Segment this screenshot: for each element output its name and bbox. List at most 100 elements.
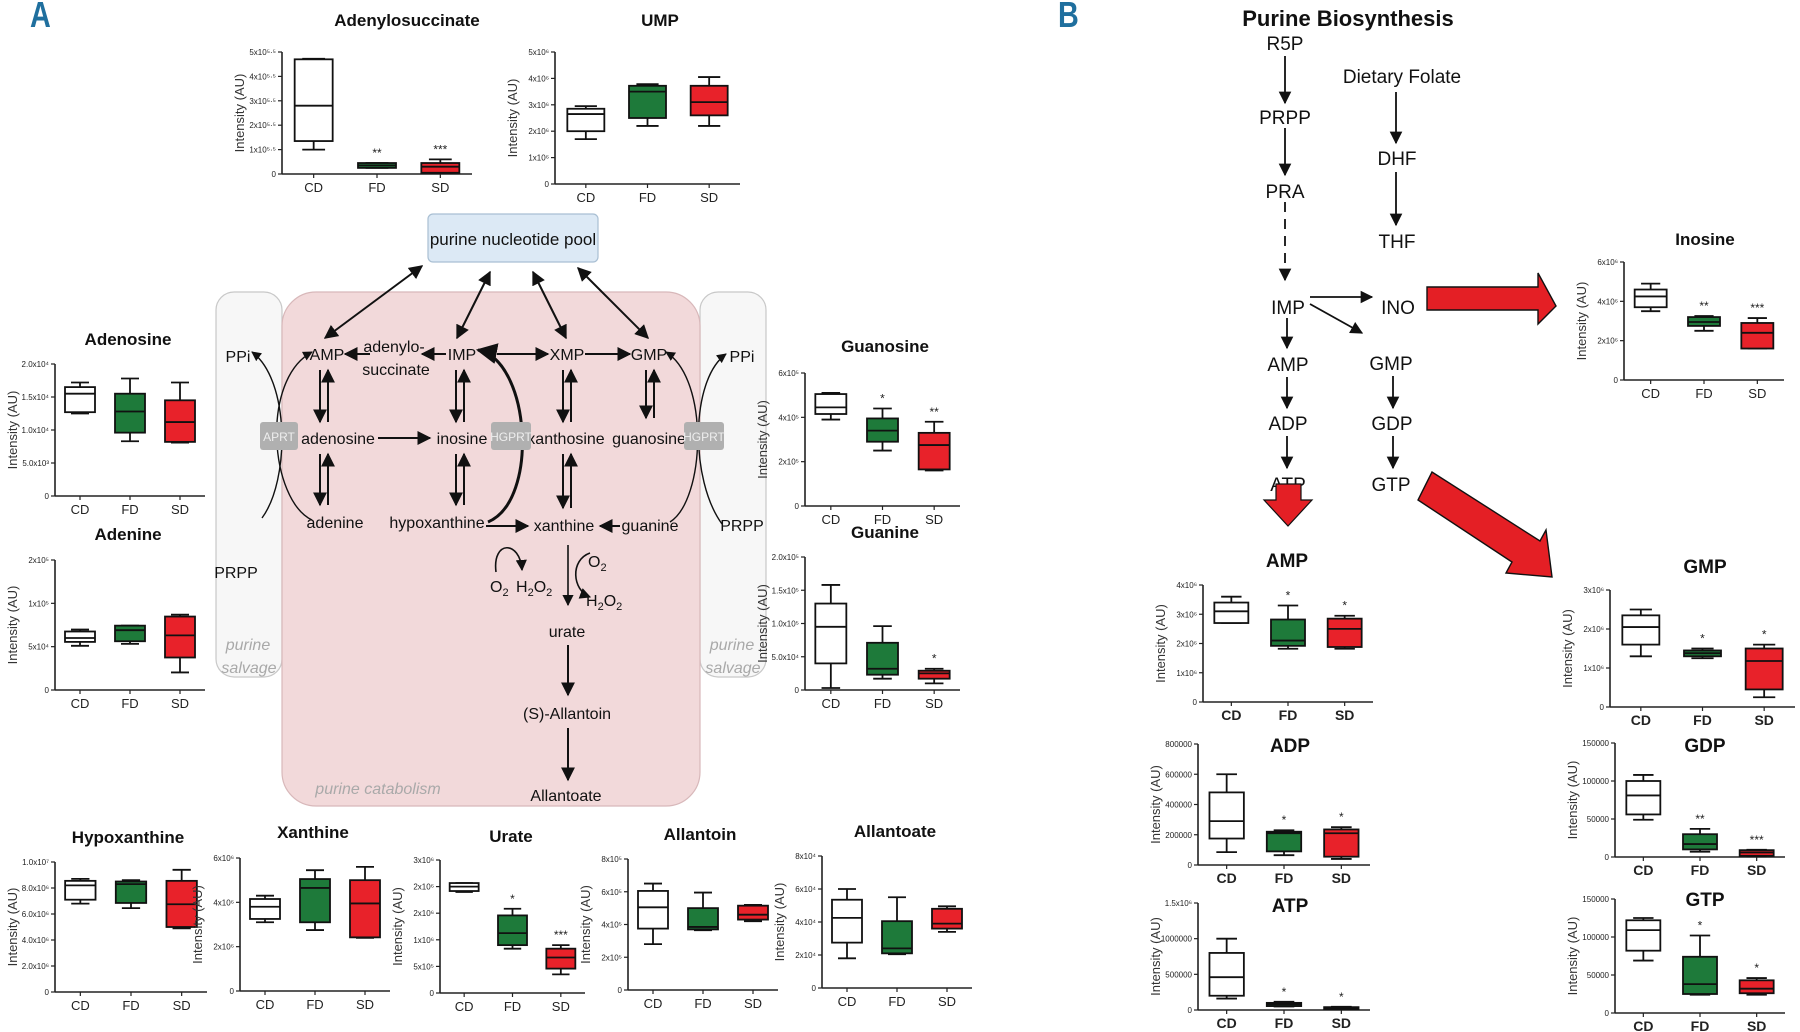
y-tick-label: 0 (1605, 853, 1610, 862)
enzyme-aprt-box (260, 422, 298, 450)
x-tick-label: FD (1279, 707, 1298, 723)
box-iqr (637, 890, 669, 930)
o2-label-1: O2 (490, 579, 509, 599)
box-iqr (1738, 979, 1775, 995)
chart-adenosine: Adenosine05.0x10³1.0x10⁴1.5x10⁴2.0x10⁴In… (5, 330, 205, 517)
chart-title: Urate (489, 827, 532, 846)
significance-marker: * (1339, 990, 1344, 1004)
box-iqr (689, 84, 729, 117)
y-tick-label: 3x10⁶ (1583, 586, 1604, 595)
chart-title: UMP (641, 11, 679, 30)
y-axis-label: Intensity (AU) (1574, 282, 1589, 361)
y-tick-label: 2x10⁵·⁵ (249, 121, 276, 130)
chart-title: GTP (1685, 890, 1724, 911)
y-axis-label: Intensity (AU) (755, 584, 770, 663)
arrow-o2-curve-1 (494, 546, 527, 573)
box-sd (931, 905, 963, 933)
y-tick-label: 200000 (1165, 831, 1192, 840)
box-iqr (497, 914, 528, 947)
box-sd (164, 381, 196, 444)
y-tick-label: 5.0x10⁴ (772, 653, 800, 662)
y-tick-label: 0 (1188, 861, 1193, 870)
node-b-amp: AMP (1267, 355, 1308, 376)
node-b-imp: IMP (1271, 298, 1305, 319)
y-tick-label: 1.0x10⁴ (22, 426, 50, 435)
significance-marker: *** (1750, 301, 1764, 315)
y-axis-label: Intensity (AU) (1565, 761, 1580, 840)
y-tick-label: 600000 (1165, 770, 1192, 779)
box-iqr (420, 162, 461, 174)
enzyme-aprt: APRT (263, 430, 295, 444)
box-iqr (349, 879, 381, 939)
y-axis-label: Intensity (AU) (1565, 917, 1580, 996)
chart-title: Adenosine (85, 330, 172, 349)
x-tick-label: CD (1221, 707, 1241, 723)
catabolism-label: purine catabolism (314, 781, 440, 798)
y-tick-label: 3x10⁵·⁵ (249, 97, 276, 106)
y-tick-label: 4x10⁶ (1176, 581, 1197, 590)
y-tick-label: 0 (1600, 703, 1605, 712)
box-sd: * (1323, 990, 1360, 1011)
box-sd: *** (545, 928, 577, 976)
x-tick-label: CD (1631, 712, 1651, 728)
node-amp: AMP (310, 347, 345, 364)
chart-title: Allantoin (664, 825, 737, 844)
box-cd (1208, 937, 1245, 1000)
y-tick-label: 2x10⁵ (28, 556, 49, 565)
y-tick-label: 2x10⁶ (413, 909, 434, 918)
x-tick-label: FD (874, 512, 891, 527)
y-axis-label: Intensity (AU) (5, 391, 20, 470)
salvage-right-label-2: salvage (705, 660, 760, 677)
significance-marker: ** (372, 146, 382, 160)
x-tick-label: CD (71, 998, 90, 1013)
y-tick-label: 2x10⁶ (528, 127, 549, 136)
box-iqr (687, 907, 719, 931)
box-iqr (1633, 288, 1668, 309)
node-b-thf: THF (1379, 232, 1416, 253)
y-tick-label: 0 (430, 989, 435, 998)
catabolism-region (281, 291, 701, 807)
y-tick-label: 3x10⁶ (528, 101, 549, 110)
y-tick-label: 8x10⁴ (795, 852, 816, 861)
y-tick-label: 0 (230, 987, 235, 996)
box-iqr (1270, 618, 1306, 647)
arrow-pool-amp (323, 265, 424, 339)
box-cd (814, 392, 848, 421)
node-inosine: inosine (437, 431, 488, 448)
significance-marker: *** (554, 928, 568, 942)
node-allantoate: Allantoate (530, 788, 601, 805)
box-iqr (1625, 780, 1662, 816)
box-iqr (64, 386, 96, 414)
significance-marker: * (1282, 813, 1287, 827)
y-axis-label: Intensity (AU) (578, 885, 593, 964)
box-iqr (1213, 601, 1250, 624)
arrow-pool-gmp (577, 267, 649, 339)
panel-label-b: B (1058, 0, 1079, 35)
node-b-prpp: PRPP (1259, 108, 1311, 129)
salvage-left-label-2: salvage (221, 660, 276, 677)
node-guanine: guanine (622, 518, 679, 535)
arrow-pool-xmp (532, 270, 567, 340)
x-tick-label: CD (1633, 862, 1653, 878)
x-tick-label: CD (644, 996, 663, 1011)
box-iqr (1682, 955, 1718, 995)
x-tick-label: SD (1332, 870, 1351, 886)
box-iqr (64, 630, 96, 643)
y-tick-label: 0 (1605, 1009, 1610, 1018)
chart-title: ADP (1270, 736, 1310, 757)
box-iqr (114, 624, 146, 643)
y-tick-label: 0 (45, 988, 50, 997)
chart-title: Adenylosuccinate (334, 11, 480, 30)
enzyme-hgprt-right: HGPRT (683, 430, 725, 444)
biosynthesis-title: Purine Biosynthesis (1242, 6, 1454, 31)
significance-marker: * (1762, 628, 1767, 642)
node-adenylosuccinate-1: adenylo- (363, 339, 424, 356)
box-iqr (114, 880, 148, 904)
y-tick-label: 0 (45, 686, 50, 695)
box-cd (1621, 608, 1661, 658)
